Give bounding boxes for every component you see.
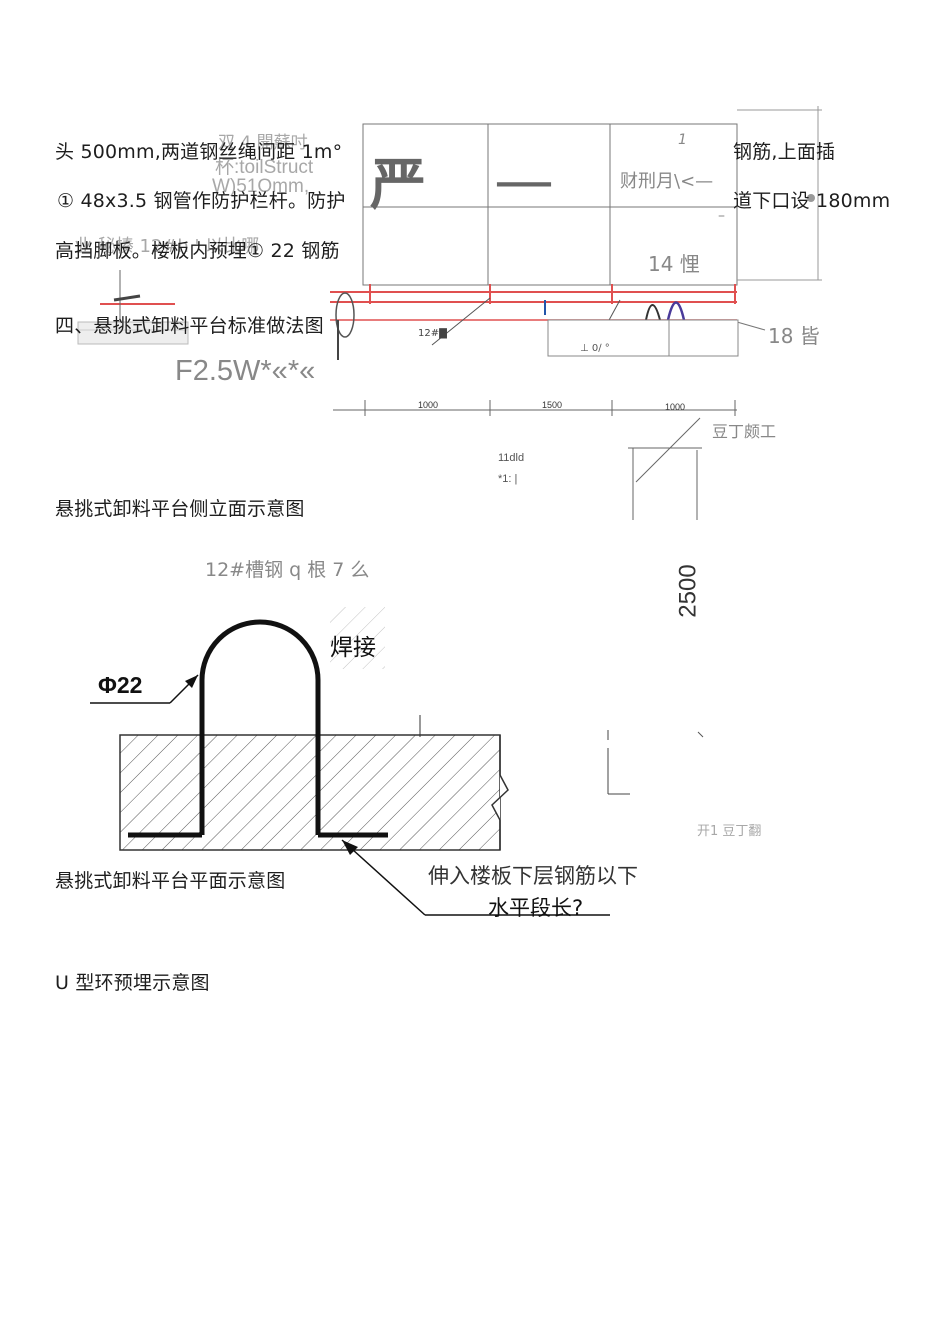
elevation-lower-frame: [607, 730, 704, 795]
weld-label: 焊接: [330, 635, 376, 661]
dim-1000-b: 1000: [665, 402, 686, 412]
overlay-text-a: 双 4 開蘇吋: [218, 133, 308, 153]
cell-text: 财刑月\<—: [620, 171, 714, 192]
overlay-text-b: 杯:toilStruct: [215, 157, 314, 178]
vertical-dim-2500: 2500: [674, 564, 702, 618]
bottom-watermark: 开1 豆丁翻: [697, 824, 762, 839]
paragraph-line2-left: ① 48x3.5 钢管作防护栏杆。防护: [57, 190, 346, 212]
dim-1500: 1500: [542, 400, 563, 410]
big-char: 严: [370, 152, 426, 218]
italic-one: 1: [678, 132, 687, 148]
paragraph-line2-right: 道下口设 180mm: [733, 190, 891, 212]
diameter-label: Φ22: [98, 672, 143, 698]
small-label: 12#▇: [418, 328, 447, 339]
paragraph-line1-right: 钢筋,上面插: [733, 141, 836, 163]
overlay-text-c: W)51Omm,: [212, 176, 310, 197]
paragraph-line1-left: 头 500mm,两道钢丝绳间距 1m°: [55, 141, 343, 163]
label-14: 14 悝: [648, 252, 700, 276]
label-18: 18 皆: [768, 324, 820, 348]
overlay-text-d: 业 秘榛 12#h ' 以比哪: [74, 236, 260, 257]
footnote-a: 11dld: [498, 452, 525, 464]
channel-steel-title: 12#槽钢 q 根 7 么: [205, 559, 370, 581]
horizontal-length-label: 水平段长?: [488, 896, 584, 920]
extend-label: 伸入楼板下层钢筋以下: [428, 864, 638, 888]
paragraph-line3: 高挡脚板。楼板内预埋① 22 钢筋: [55, 240, 340, 262]
watermark: 豆丁颇工: [712, 422, 777, 441]
dash-mark: —: [494, 146, 554, 216]
sub-label: ⊥ 0∕ °: [580, 343, 610, 354]
dim-1000-a: 1000: [418, 400, 439, 410]
platform-elevation-drawing: [77, 106, 822, 520]
big-formula: F2.5W*«*«: [175, 355, 316, 387]
caption-side-elevation: 悬挑式卸料平台侧立面示意图: [55, 498, 305, 520]
footnote-b: *1: |: [498, 473, 518, 485]
caption-plan: 悬挑式卸料平台平面示意图: [55, 870, 286, 892]
u-ring-drawing: [90, 607, 610, 916]
cell-dash: –: [718, 208, 725, 224]
section-heading: 四、悬挑式卸料平台标准做法图: [55, 315, 324, 337]
caption-u-ring: U 型环预埋示意图: [55, 972, 210, 994]
